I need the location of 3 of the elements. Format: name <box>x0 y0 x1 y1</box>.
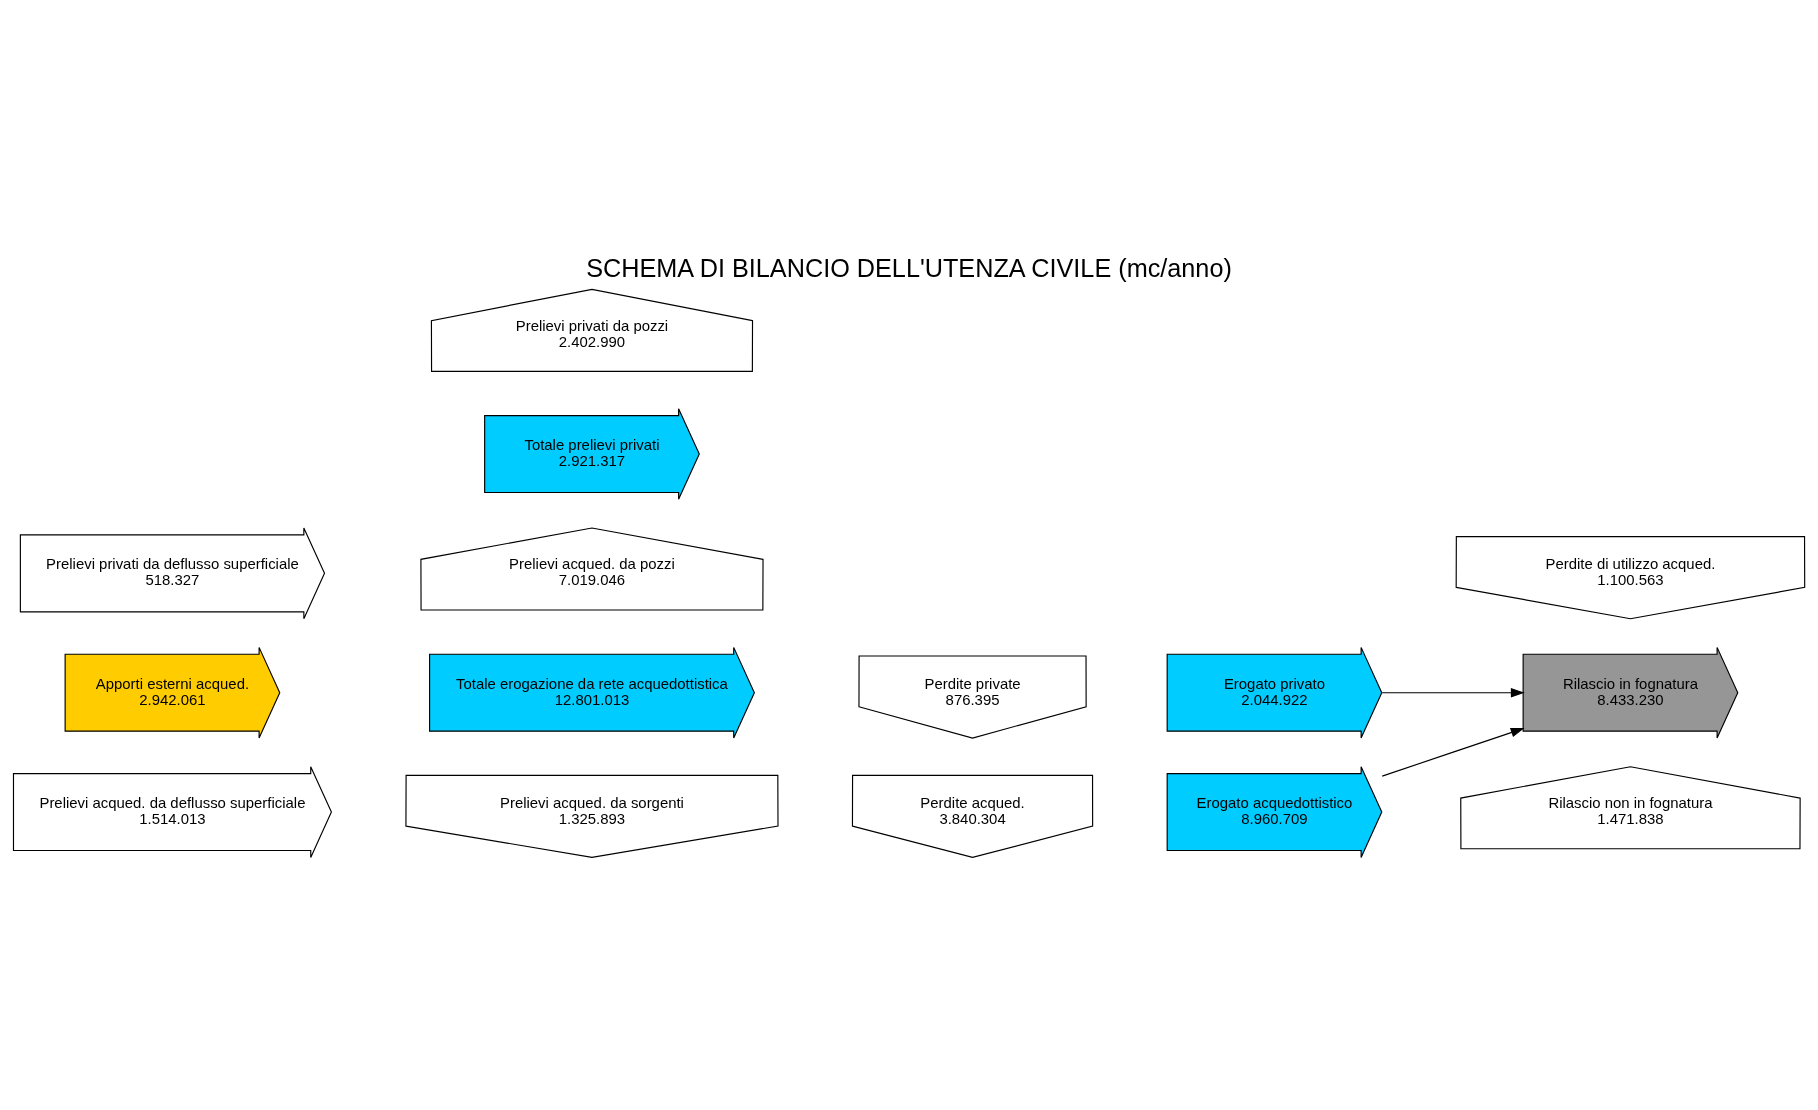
diagram-title: SCHEMA DI BILANCIO DELL'UTENZA CIVILE (mc/anno) <box>586 254 1232 283</box>
arrow <box>1381 687 1525 698</box>
arrow <box>1381 727 1525 777</box>
